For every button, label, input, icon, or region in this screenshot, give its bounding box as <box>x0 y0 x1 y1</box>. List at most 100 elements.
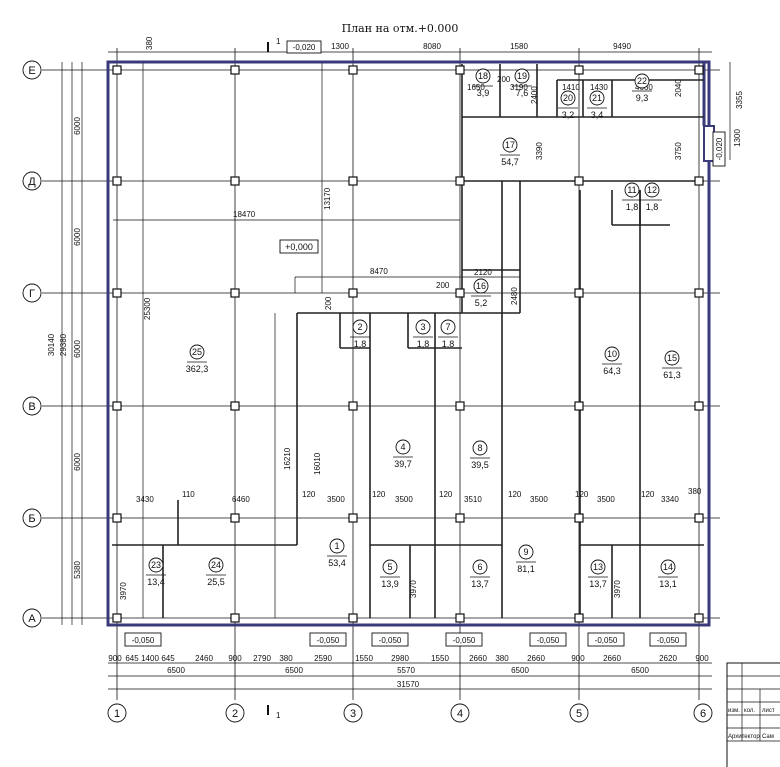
room-area: 362,3 <box>186 364 209 374</box>
dim-text: 120 <box>302 490 316 499</box>
dim-text: 29380 <box>59 333 68 356</box>
room-number-circle <box>472 440 488 456</box>
column <box>112 176 122 186</box>
dim-text: 200 <box>436 281 450 290</box>
stamp-text: лист <box>762 708 775 714</box>
room-number-circle <box>624 182 640 198</box>
room-number: 22 <box>637 76 647 86</box>
dim-text: 200 <box>324 296 333 310</box>
room-number: 12 <box>647 185 657 195</box>
dim-text: 5570 <box>397 666 415 675</box>
room-area: 13,7 <box>589 579 607 589</box>
room-22: 229,3 <box>632 73 652 103</box>
room-number: 10 <box>607 349 617 359</box>
room-number-circle <box>208 557 224 573</box>
room-area: 25,5 <box>207 577 225 587</box>
dim-text: 3970 <box>613 580 622 598</box>
dim-text: 2620 <box>659 654 677 663</box>
room-number: 23 <box>151 560 161 570</box>
dim-text: 6500 <box>511 666 529 675</box>
dim-text: 3500 <box>597 495 615 504</box>
column <box>230 613 240 623</box>
column <box>112 401 122 411</box>
room-area: 54,7 <box>501 157 519 167</box>
dim-text: 1300 <box>733 129 742 147</box>
dim-text: 1410 <box>562 83 580 92</box>
top-dimensions: 380 1300 8080 1580 9490 -0,020 1 <box>108 36 712 54</box>
level-mark: -0,050 <box>453 636 476 645</box>
room-5: 513,9 <box>380 559 400 589</box>
room-area: 1,8 <box>646 202 659 212</box>
room-area: 3,2 <box>562 110 575 120</box>
column <box>455 65 465 75</box>
room-area: 9,3 <box>636 93 649 103</box>
dim-text: 3355 <box>735 91 744 109</box>
room-2: 21,8 <box>350 319 370 349</box>
level-mark: -0,050 <box>537 636 560 645</box>
column <box>348 613 358 623</box>
room-3: 31,8 <box>413 319 433 349</box>
room-number: 11 <box>627 185 636 195</box>
column <box>112 288 122 298</box>
room-number: 18 <box>478 71 488 81</box>
room-number: 8 <box>477 443 482 453</box>
column <box>230 65 240 75</box>
room-number: 20 <box>563 93 573 103</box>
column <box>694 613 704 623</box>
room-area: 64,3 <box>603 366 621 376</box>
dim-text: 8080 <box>423 42 441 51</box>
dim-text: 2790 <box>253 654 271 663</box>
room-number: 3 <box>420 322 425 332</box>
room-number-circle <box>473 278 489 294</box>
dim-text: 6500 <box>631 666 649 675</box>
room-9: 981,1 <box>516 544 536 574</box>
axis-label-x: 4 <box>457 708 463 720</box>
room-15: 15 61,3 <box>662 350 682 380</box>
room-area: 61,3 <box>663 370 681 380</box>
room-number-circle <box>382 559 398 575</box>
dim-text: 8470 <box>370 267 388 276</box>
room-area: 39,5 <box>471 460 489 470</box>
level-marks: +0,000 -0,050 -0,050 -0,050 -0,050 -0,05… <box>124 239 687 647</box>
dim-text: 2120 <box>474 268 492 277</box>
room-number: 15 <box>667 353 677 363</box>
dim-text: 30140 <box>47 333 56 356</box>
column <box>230 513 240 523</box>
dim-text: 900 <box>228 654 242 663</box>
room-area: 13,7 <box>471 579 489 589</box>
room-number-circle <box>560 90 576 106</box>
column <box>455 176 465 186</box>
dim-text: 1400 <box>141 654 159 663</box>
dim-text: 380 <box>279 654 293 663</box>
room-number: 1 <box>334 541 339 551</box>
room-area: 1,8 <box>354 339 367 349</box>
dim-text: 16210 <box>283 447 292 470</box>
room-number-circle <box>590 559 606 575</box>
column <box>230 401 240 411</box>
axis-bubbles-x: 1 2 3 4 5 6 <box>107 703 713 723</box>
dim-text: 2660 <box>603 654 621 663</box>
level-mark: -0,050 <box>379 636 402 645</box>
dim-text: 6500 <box>167 666 185 675</box>
dim-text: 6500 <box>285 666 303 675</box>
room-area: 7,6 <box>516 88 529 98</box>
dim-text: 380 <box>688 487 702 496</box>
room-11: 111,8 <box>622 182 642 212</box>
dim-text: 120 <box>508 490 522 499</box>
dim-text: 110 <box>182 490 195 499</box>
dim-text: 3970 <box>119 582 128 600</box>
section-label: 1 <box>276 37 281 46</box>
dim-text: 9490 <box>613 42 631 51</box>
room-area: 1,8 <box>626 202 639 212</box>
dim-text: 3510 <box>464 495 482 504</box>
room-number: 19 <box>517 71 527 81</box>
column <box>112 513 122 523</box>
dim-text: 1300 <box>331 42 349 51</box>
room-number: 7 <box>445 322 450 332</box>
column <box>230 288 240 298</box>
dim-text: 380 <box>145 36 154 50</box>
